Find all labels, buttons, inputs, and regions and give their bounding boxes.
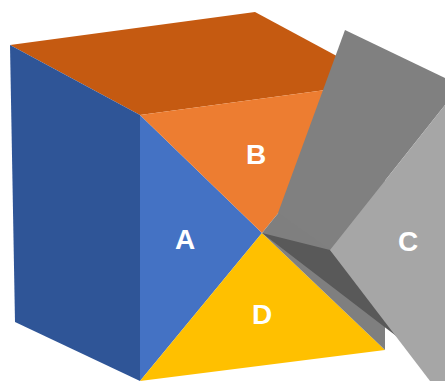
side-face (10, 45, 140, 381)
face-label-box: C (398, 228, 418, 256)
face-letter: B (246, 141, 266, 169)
face-letter: C (398, 228, 418, 256)
face-letter: A (175, 226, 195, 254)
prism-face-c (330, 105, 445, 381)
face-label-box: D (252, 301, 272, 329)
face-label-box: A (175, 226, 195, 254)
face-label-box: B (246, 141, 266, 169)
face-letter: D (252, 301, 272, 329)
